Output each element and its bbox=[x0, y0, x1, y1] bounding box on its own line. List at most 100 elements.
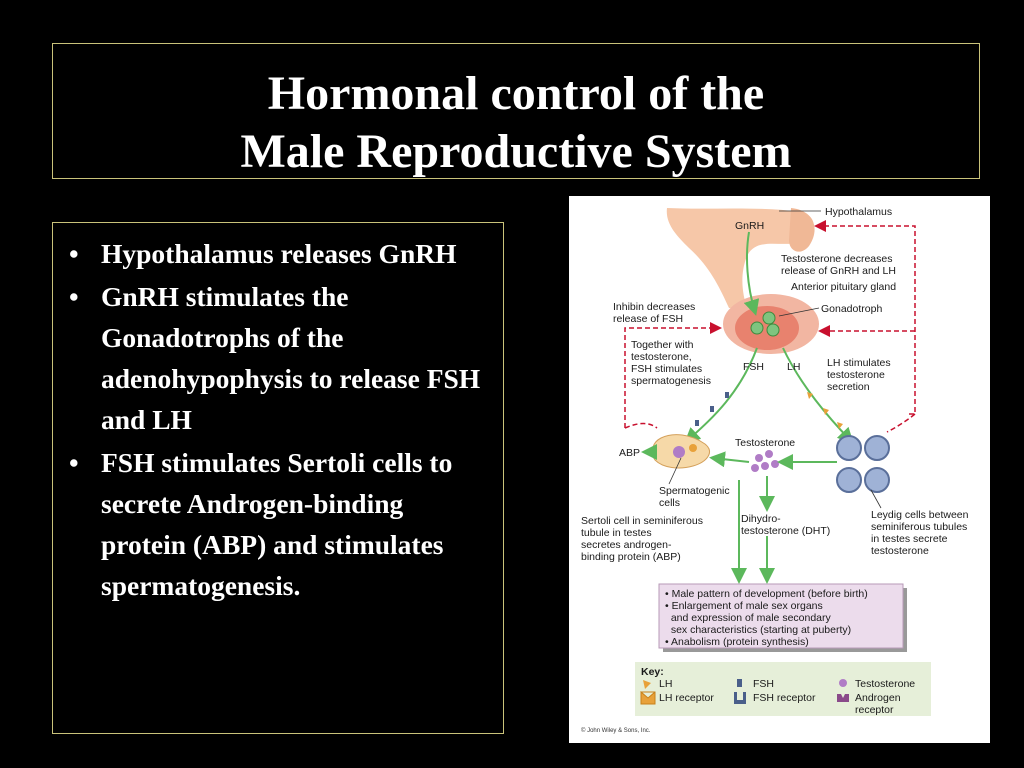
feedback-testosterone-line bbox=[814, 220, 916, 415]
lh-key-icon bbox=[643, 680, 651, 689]
gonadotroph-cell bbox=[762, 311, 776, 325]
key-title: Key: bbox=[641, 666, 664, 678]
bullet-text: GnRH stimulates the Gonadotrophs of the … bbox=[101, 281, 481, 435]
label-leydig-1: Leydig cells between bbox=[871, 509, 969, 521]
gonadotroph-cell bbox=[750, 321, 764, 335]
effects-line: • Enlargement of male sex organs bbox=[665, 600, 823, 612]
fsh-molecule bbox=[695, 420, 699, 426]
title-box: Hormonal control of the Male Reproductiv… bbox=[52, 43, 980, 179]
testosterone-molecule bbox=[765, 450, 773, 458]
label-together-4: spermatogenesis bbox=[631, 375, 711, 387]
bullet-glyph: • bbox=[69, 281, 79, 312]
label-hypothalamus: Hypothalamus bbox=[825, 206, 892, 218]
lh-arrow bbox=[782, 347, 854, 444]
lh-molecule bbox=[807, 392, 813, 399]
label-lh: LH bbox=[787, 361, 800, 373]
fsh-arrow bbox=[684, 347, 758, 444]
label-testo-decreases-1: Testosterone decreases bbox=[781, 253, 892, 265]
bullet-text: FSH stimulates Sertoli cells to secrete … bbox=[101, 447, 453, 601]
lh-molecule bbox=[837, 422, 843, 429]
feedback-inhibin-line bbox=[624, 322, 722, 428]
feedback-bottom-line bbox=[624, 422, 658, 429]
leydig-cell bbox=[836, 467, 862, 493]
label-together-3: FSH stimulates bbox=[631, 363, 702, 375]
label-leydig-4: testosterone bbox=[871, 545, 929, 557]
label-lh-stim-1: LH stimulates bbox=[827, 357, 891, 369]
leydig-leader bbox=[870, 489, 882, 509]
label-fsh: FSH bbox=[743, 361, 764, 373]
fsh-receptor-key-icon bbox=[734, 692, 746, 704]
fsh-molecule bbox=[725, 392, 729, 398]
label-inhibin-2: release of FSH bbox=[613, 313, 683, 325]
copyright-text: © John Wiley & Sons, Inc. bbox=[581, 727, 651, 734]
label-testo-decreases-2: release of GnRH and LH bbox=[781, 265, 896, 277]
testosterone-arrow-left bbox=[709, 451, 750, 468]
effects-line: • Anabolism (protein synthesis) bbox=[665, 636, 809, 648]
key-testosterone: Testosterone bbox=[855, 678, 915, 690]
testosterone-molecule bbox=[771, 460, 779, 468]
bullet-text: Hypothalamus releases GnRH bbox=[101, 238, 457, 269]
label-sertoli-4: binding protein (ABP) bbox=[581, 551, 681, 563]
label-lh-stim-3: secretion bbox=[827, 381, 870, 393]
testosterone-molecule bbox=[751, 464, 759, 472]
label-spermatogenic-1: Spermatogenic bbox=[659, 485, 730, 497]
effects-box bbox=[658, 583, 904, 649]
title-line-1: Hormonal control of the bbox=[267, 67, 765, 120]
label-together-1: Together with bbox=[631, 339, 694, 351]
key-lh-receptor: LH receptor bbox=[659, 692, 714, 704]
label-leydig-2: seminiferous tubules bbox=[871, 521, 967, 533]
leydig-cell bbox=[836, 435, 862, 461]
testosterone-key-icon bbox=[839, 679, 847, 687]
feedback-right-bottom bbox=[886, 413, 916, 433]
bullet-glyph: • bbox=[69, 238, 79, 269]
gonadotroph-cell bbox=[766, 323, 780, 337]
label-testosterone: Testosterone bbox=[735, 437, 795, 449]
label-sertoli-1: Sertoli cell in seminiferous bbox=[581, 515, 703, 527]
hypothalamus-right-lobe bbox=[789, 208, 815, 252]
spermatogenic-cell bbox=[689, 444, 697, 452]
androgen-receptor-key-icon bbox=[837, 694, 849, 702]
bullet-box: • Hypothalamus releases GnRH • GnRH stimul… bbox=[52, 222, 504, 734]
gonadotroph-leader bbox=[778, 307, 820, 317]
bullet-item: • FSH stimulates Sertoli cells to secrete… bbox=[63, 442, 495, 606]
key-fsh: FSH bbox=[753, 678, 774, 690]
key-androgen-receptor-2: receptor bbox=[855, 704, 894, 716]
label-spermatogenic-2: cells bbox=[659, 497, 680, 509]
diagram-svg: Hypothalamus GnRH Testosterone decreases… bbox=[581, 206, 969, 734]
fsh-key-icon bbox=[737, 679, 742, 687]
testosterone-molecule bbox=[761, 462, 769, 470]
label-gonadotroph: Gonadotroph bbox=[821, 303, 882, 315]
spermatogenic-leader bbox=[668, 457, 682, 485]
bullet-item: • Hypothalamus releases GnRH bbox=[63, 233, 495, 274]
effects-line: and expression of male secondary bbox=[665, 612, 832, 624]
effects-line: • Male pattern of development (before bi… bbox=[665, 588, 868, 600]
leydig-cell bbox=[864, 435, 890, 461]
leydig-cell bbox=[864, 467, 890, 493]
label-sertoli-3: secretes androgen- bbox=[581, 539, 672, 551]
label-leydig-3: in testes secrete bbox=[871, 533, 948, 545]
label-anterior-pituitary: Anterior pituitary gland bbox=[791, 281, 896, 293]
lh-molecule bbox=[823, 408, 829, 415]
label-dht-1: Dihydro- bbox=[741, 513, 781, 525]
key-box bbox=[635, 662, 931, 716]
fsh-molecule bbox=[710, 406, 714, 412]
effects-line: sex characteristics (starting at puberty… bbox=[665, 624, 851, 636]
label-inhibin-1: Inhibin decreases bbox=[613, 301, 695, 313]
testosterone-molecule bbox=[755, 454, 763, 462]
spermatogenic-cell bbox=[673, 446, 685, 458]
label-sertoli-2: tubule in testes bbox=[581, 527, 652, 539]
key-androgen-receptor-1: Androgen bbox=[855, 692, 901, 704]
gnrh-arrow bbox=[743, 231, 760, 316]
label-dht-2: testosterone (DHT) bbox=[741, 525, 830, 537]
label-together-2: testosterone, bbox=[631, 351, 692, 363]
bullet-glyph: • bbox=[69, 447, 79, 478]
bullet-list: • Hypothalamus releases GnRH • GnRH stimul… bbox=[63, 233, 495, 606]
label-gnrh: GnRH bbox=[735, 220, 764, 232]
key-lh: LH bbox=[659, 678, 672, 690]
lh-receptor-key-icon bbox=[640, 690, 656, 705]
hypothalamus-shape bbox=[666, 208, 814, 308]
label-lh-stim-2: testosterone bbox=[827, 369, 885, 381]
title-line-2: Male Reproductive System bbox=[240, 125, 792, 178]
key-fsh-receptor: FSH receptor bbox=[753, 692, 816, 704]
hormone-diagram: Hypothalamus GnRH Testosterone decreases… bbox=[569, 196, 990, 743]
